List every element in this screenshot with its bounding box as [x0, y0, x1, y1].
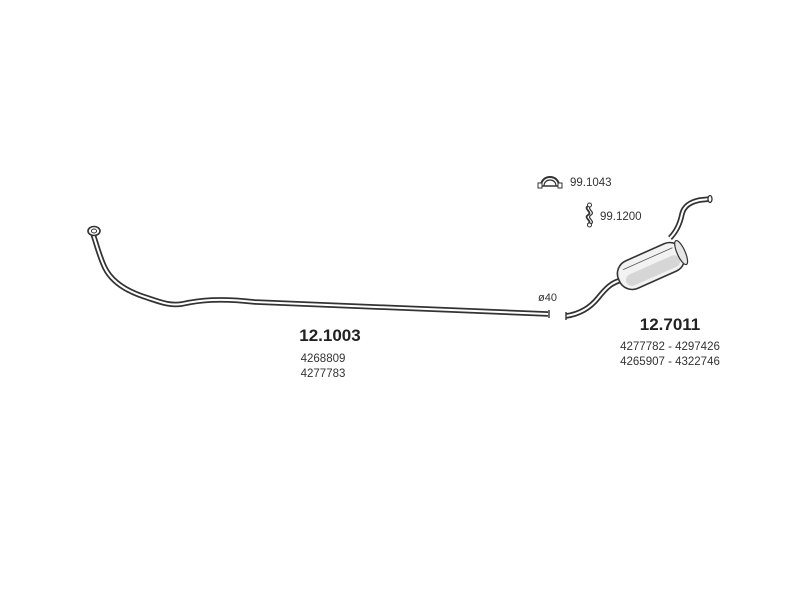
silencer-box: [616, 239, 689, 291]
silencer-shade: [626, 255, 681, 286]
front-pipe: [87, 225, 550, 318]
oem-number-rear-silencer-1: 4277782 - 4297426: [620, 341, 720, 353]
diameter-annotation: ø40: [538, 292, 557, 304]
silencer-seam: [622, 247, 673, 271]
rear-silencer-assembly: [565, 194, 713, 320]
part-number-front-pipe: 12.1003: [299, 326, 360, 345]
hanger-spring-icon: [585, 202, 593, 228]
front-pipe-flange: [87, 225, 101, 237]
front-pipe-inner: [92, 233, 549, 315]
inlet-pipe: [565, 277, 623, 319]
front-pipe-flange-inner: [90, 228, 98, 234]
oem-number-front-pipe-2: 4277783: [301, 368, 346, 380]
inlet-pipe-inner: [565, 279, 623, 317]
part-number-rear-silencer: 12.7011: [640, 315, 701, 334]
accessory-code-clamp: 99.1043: [570, 177, 612, 189]
oem-number-rear-silencer-2: 4265907 - 4322746: [620, 356, 720, 368]
tail-pipe: [667, 196, 711, 240]
silencer-endcap: [674, 239, 689, 266]
accessory-code-hanger: 99.1200: [600, 211, 642, 223]
oem-number-front-pipe-1: 4268809: [301, 353, 346, 365]
tail-pipe-outlet: [707, 194, 713, 204]
clamp-ring-icon: [537, 176, 563, 189]
tail-pipe-inner: [669, 198, 711, 239]
